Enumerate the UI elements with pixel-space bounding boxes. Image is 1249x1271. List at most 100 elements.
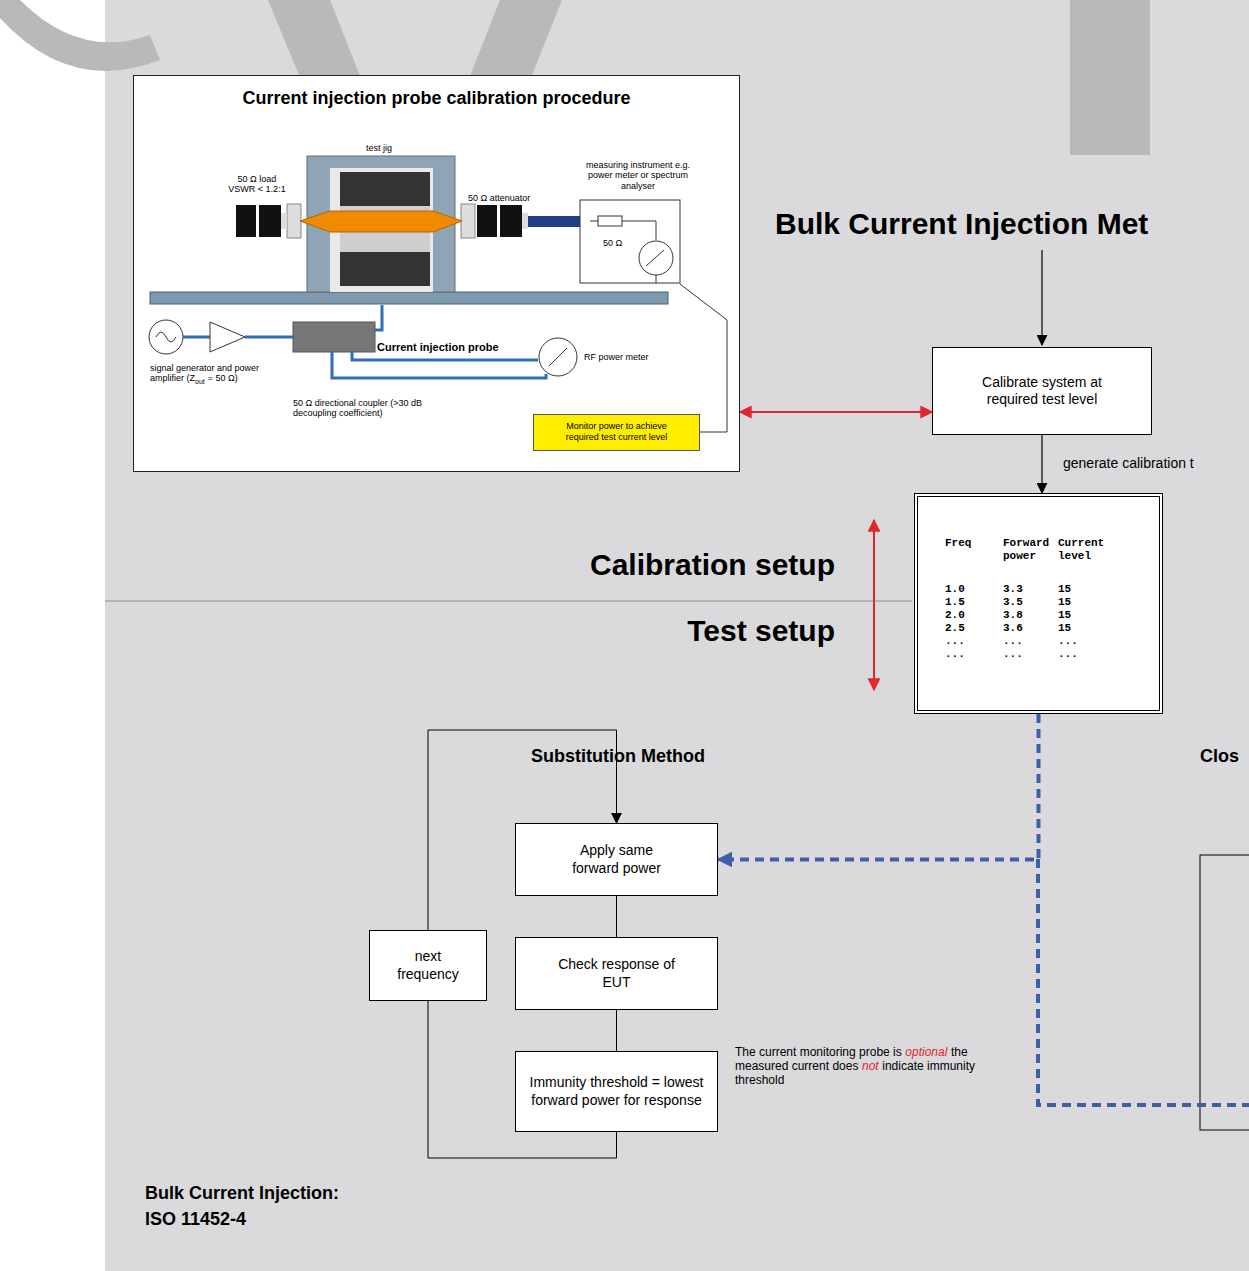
subscript-text: out xyxy=(195,378,205,385)
directional-coupler xyxy=(293,322,375,352)
equipment-label: signal generator and power amplifier (Zo… xyxy=(150,363,268,386)
box-text: Immunity threshold = lowest forward powe… xyxy=(529,1074,704,1109)
amplifier-symbol xyxy=(210,322,245,352)
emphasis-text: optional xyxy=(905,1045,947,1059)
note-text: The current monitoring probe isoptionalt… xyxy=(735,1046,985,1087)
title-arrow xyxy=(1041,250,1042,345)
process-box: Calibrate system at required test level xyxy=(932,347,1152,435)
note-box: Monitor power to achieve required test c… xyxy=(533,414,700,451)
separator-line xyxy=(105,600,912,602)
wire xyxy=(622,221,656,240)
box-text: Monitor power to achieve required test c… xyxy=(549,421,684,444)
table-cell: 2.5 xyxy=(945,622,985,635)
part-label: Current injection probe xyxy=(377,341,499,354)
box-text: next frequency xyxy=(388,948,468,983)
flow-arrow xyxy=(1041,435,1042,493)
conductor xyxy=(300,211,462,232)
table-cell: 15 xyxy=(1058,583,1112,596)
part-label: 50 Ω xyxy=(603,238,622,248)
part-label: RF power meter xyxy=(584,352,649,362)
flow-line xyxy=(616,896,617,937)
power-meter-symbol xyxy=(539,338,577,376)
table-cell: ... xyxy=(1058,635,1112,648)
table-cell: 3.5 xyxy=(1003,596,1055,609)
box-text: Check response of EUT xyxy=(558,956,676,991)
meter-needle xyxy=(646,250,664,266)
load-connector xyxy=(236,205,256,237)
table-cell: ... xyxy=(1003,648,1055,661)
table-cell: Forward power xyxy=(1003,537,1055,563)
process-box: Check response of EUT xyxy=(515,937,718,1010)
measuring-instrument xyxy=(580,200,680,283)
rf-cable xyxy=(183,336,210,339)
meter-symbol xyxy=(639,241,673,275)
setup-arrow xyxy=(873,520,875,690)
part-label: test jig xyxy=(366,143,392,153)
table-cell: 15 xyxy=(1058,622,1112,635)
sine-symbol xyxy=(156,332,176,342)
table-cell: 3.3 xyxy=(1003,583,1055,596)
probe-core-bottom xyxy=(340,252,430,286)
leader-line xyxy=(680,284,727,432)
table-cell: ... xyxy=(1003,635,1055,648)
table-cell: ... xyxy=(1058,648,1112,661)
part-label: measuring instrument e.g. power meter or… xyxy=(584,160,692,191)
diagram-title: Bulk Current Injection Met xyxy=(775,207,1148,242)
signal-generator xyxy=(149,320,183,354)
section-label: Test setup xyxy=(535,614,835,649)
emphasis-text: not xyxy=(862,1059,879,1073)
rf-cable xyxy=(245,336,293,339)
table-cell: 1.0 xyxy=(945,583,985,596)
dashed-branch xyxy=(1038,859,1249,1105)
table-cell: 15 xyxy=(1058,596,1112,609)
edge-label: generate calibration t xyxy=(1063,455,1194,471)
load-connector xyxy=(281,213,287,229)
process-box: Apply same forward power xyxy=(515,823,718,896)
attenuator xyxy=(522,213,528,229)
process-box: Immunity threshold = lowest forward powe… xyxy=(515,1051,718,1132)
box-text: Apply same forward power xyxy=(561,842,673,877)
process-box: next frequency xyxy=(369,930,487,1001)
rf-cable xyxy=(332,352,546,378)
table-cell: Freq xyxy=(945,537,985,550)
section-label: Calibration setup xyxy=(535,548,835,583)
table-cell: 3.6 xyxy=(1003,622,1055,635)
flow-line xyxy=(616,1010,617,1051)
table-cell: 15 xyxy=(1058,609,1112,622)
calibration-table: FreqForward powerCurrent level1.03.3151.… xyxy=(914,493,1163,714)
note-text: The current monitoring probe is xyxy=(735,1045,902,1059)
link-arrow xyxy=(740,411,932,413)
table-cell: ... xyxy=(945,635,985,648)
ground-plane xyxy=(150,292,668,304)
calibration-panel: Current injection probe calibration proc… xyxy=(133,75,740,472)
meter-needle xyxy=(549,348,567,366)
probe-core-top xyxy=(340,172,430,206)
box-text: Calibrate system at required test level xyxy=(960,374,1125,409)
table-cell: 2.0 xyxy=(945,609,985,622)
footer-label: Bulk Current Injection: xyxy=(145,1183,339,1204)
rf-cable xyxy=(375,305,382,330)
part-label: 50 Ω directional coupler (>30 dB decoupl… xyxy=(293,398,468,419)
rf-cable xyxy=(352,352,538,360)
grey-panel xyxy=(105,0,1249,1271)
method-heading: Clos xyxy=(1200,746,1239,767)
attenuator xyxy=(477,205,497,237)
load-connector xyxy=(259,205,281,237)
attenuator xyxy=(500,205,522,237)
dashed-arrow xyxy=(718,714,1039,860)
table-cell: 1.5 xyxy=(945,596,985,609)
part-label: 50 Ω load VSWR < 1.2:1 xyxy=(226,174,288,195)
panel-title: Current injection probe calibration proc… xyxy=(134,88,739,109)
method-heading: Substitution Method xyxy=(468,746,768,767)
cut-box xyxy=(1200,855,1249,1130)
wire xyxy=(656,275,657,283)
footer-label: ISO 11452-4 xyxy=(145,1209,246,1230)
table-cell: Current level xyxy=(1058,537,1112,563)
wire xyxy=(590,221,598,222)
part-label: 50 Ω attenuator xyxy=(468,193,530,203)
table-cell: 3.8 xyxy=(1003,609,1055,622)
equipment-label: = 50 Ω) xyxy=(208,373,238,383)
table-cell: ... xyxy=(945,648,985,661)
resistor-symbol xyxy=(598,216,622,226)
